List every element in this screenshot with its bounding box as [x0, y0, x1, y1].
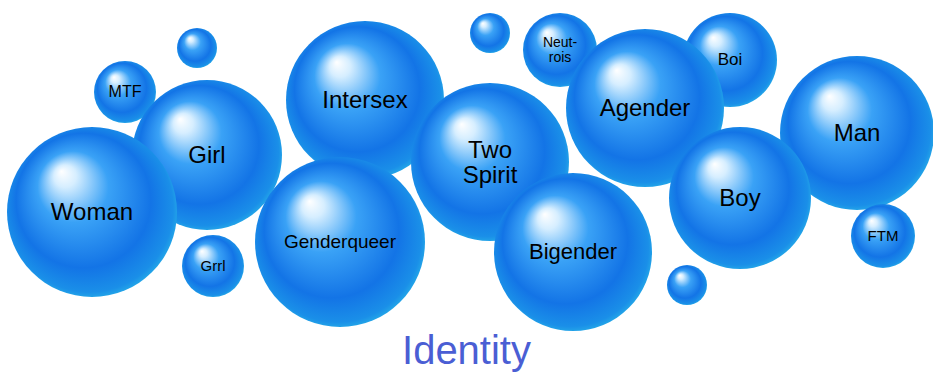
empty-bubble [177, 28, 217, 68]
identity-bubble: FTM [850, 203, 916, 269]
identity-bubble: Grrl [181, 234, 245, 298]
empty-bubble [470, 13, 510, 53]
identity-label: Genderqueer [284, 232, 396, 252]
identity-label: Boi [718, 51, 743, 69]
bubble-circle [494, 173, 652, 331]
identity-label: Bigender [529, 240, 617, 263]
bubble-circle [7, 127, 177, 297]
identity-label: Man [834, 120, 881, 145]
identity-label: Agender [600, 95, 691, 120]
identity-label: Intersex [322, 87, 407, 112]
identity-label: FTM [868, 228, 899, 244]
bubble-circle [255, 157, 425, 327]
identity-bubble: Genderqueer [254, 156, 426, 328]
identity-label: Neut- rois [535, 35, 585, 64]
identity-label: MTF [109, 84, 142, 101]
bubble-circle [669, 127, 811, 269]
identity-label: Boy [719, 185, 760, 210]
identity-bubble: Woman [6, 126, 178, 298]
bubble-circle [182, 235, 244, 297]
identity-label: Girl [188, 142, 225, 167]
caption: Identity [0, 328, 933, 373]
identity-label: Two Spirit [450, 137, 530, 187]
identity-bubble: Boy [668, 126, 812, 270]
identity-bubble: Bigender [493, 172, 653, 332]
identity-label: Woman [51, 199, 133, 224]
empty-bubble [667, 265, 707, 305]
identity-label: Grrl [201, 258, 226, 274]
bubble-circle [851, 204, 915, 268]
